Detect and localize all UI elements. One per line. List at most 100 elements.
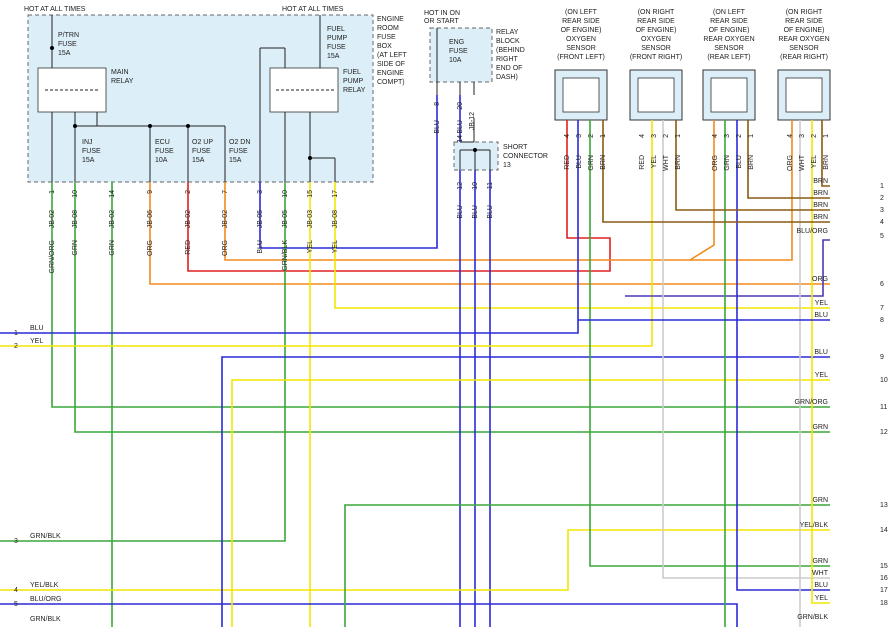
right-wire-number: 7 [880, 305, 884, 312]
sensor-label-line: (ON LEFT [565, 9, 598, 16]
right-wire-color-label: GRN [812, 497, 828, 504]
fuel-fuse-text: 15A [327, 53, 340, 60]
sensor-label-line: (REAR LEFT) [707, 54, 750, 61]
right-wire-number: 11 [880, 404, 887, 411]
right-wire-color-label: BLU [814, 582, 828, 589]
fuse-pin-number: 9 [147, 190, 154, 194]
wire-brn-2 [747, 120, 830, 199]
wire-grn-13 [344, 504, 830, 627]
sensor-label-line: OF ENGINE) [636, 27, 677, 34]
relay-wire-color: BLU [457, 120, 464, 134]
fuse-box-internal-wiring [45, 15, 491, 182]
right-wire-number: 15 [880, 563, 888, 570]
fuse-box-label-line: (AT LEFT [377, 52, 407, 59]
right-wire-color-label: YEL/BLK [800, 522, 829, 529]
fuse-wire-color: ORG [147, 240, 154, 256]
right-wire-number: 4 [880, 219, 884, 226]
sensor-pin-number: 4 [564, 134, 571, 138]
fuse-connector-id: JB-05 [282, 210, 289, 228]
sensor-label-line: SENSOR [641, 45, 671, 52]
fuse-pin-number: 3 [257, 190, 264, 194]
right-wire-color-label: BRN [813, 214, 828, 221]
label-layer: HOT AT ALL TIMES HOT AT ALL TIMES HOT IN… [24, 6, 548, 169]
left-wire-number: 4 [14, 587, 18, 594]
right-wire-color-label: BLU [814, 349, 828, 356]
o2up-fuse-text: 15A [192, 157, 205, 164]
inj-fuse-text: 15A [82, 157, 95, 164]
main-relay-text: MAIN [111, 69, 129, 76]
fuse-box-label-line: FUSE [377, 34, 396, 41]
fuse-pin-number: 15 [307, 190, 314, 198]
relay-block-text: RELAY [496, 29, 519, 36]
left-wire-number: 2 [14, 343, 18, 350]
right-wire-color-label: GRN/BLK [797, 614, 828, 621]
right-wire-color-label: YEL [815, 595, 828, 602]
sensor-pin-number: 3 [651, 134, 658, 138]
sensor-pin-number: 2 [736, 134, 743, 138]
o2dn-fuse-text: 15A [229, 157, 242, 164]
sensor-label-line: (REAR RIGHT) [780, 54, 828, 61]
fuse-box-label-line: ROOM [377, 25, 399, 32]
sensor-wire-color: ORG [787, 155, 794, 171]
right-wire-number: 16 [880, 575, 888, 582]
sensor-label-line: (ON RIGHT [786, 9, 823, 16]
right-wire-color-label: WHT [812, 570, 829, 577]
sensor-wire-color: BLU [736, 155, 743, 169]
o2up-fuse-text: FUSE [192, 148, 211, 155]
wire-blu-17 [736, 120, 830, 591]
short-pin-number: 12 [457, 182, 464, 190]
fuse-wire-color: ORG [222, 240, 229, 256]
sensor-label-line: SENSOR [789, 45, 819, 52]
sensor-wire-color: YEL [651, 155, 658, 168]
right-wire-color-label: GRN [812, 558, 828, 565]
sensor-wire-color: BRN [748, 155, 755, 170]
right-wire-number: 3 [880, 207, 884, 214]
sensor-label-line: REAR SIDE [785, 18, 823, 25]
sensor-label-line: OXYGEN [566, 36, 596, 43]
right-wire-number: 18 [880, 600, 888, 607]
short-wire-color: BLU [472, 205, 479, 219]
sensor-pin-number: 1 [823, 134, 830, 138]
wire-org-rear [224, 120, 715, 261]
sensor-label-line: OF ENGINE) [709, 27, 750, 34]
o2dn-fuse-text: FUSE [229, 148, 248, 155]
fuse-pin-number: 1 [49, 190, 56, 194]
sensor-label-line: REAR OXYGEN [703, 36, 754, 43]
sensor-pin-number: 4 [787, 134, 794, 138]
hot-right-label: HOT AT ALL TIMES [282, 6, 344, 13]
fuse-pin-number: 2 [185, 190, 192, 194]
sensor-wire-color: GRN [724, 155, 731, 171]
short-connector [453, 141, 499, 171]
right-wire-number: 10 [880, 377, 888, 384]
fuse-wire-color: YEL [332, 240, 339, 253]
wire-grn-12 [74, 182, 830, 433]
fuse-wire-color: GRN [72, 240, 79, 256]
fuse-connector-id: JB-06 [147, 210, 154, 228]
sensor-pin-number: 4 [639, 134, 646, 138]
sensor-wire-color: WHT [799, 154, 806, 171]
wire-yel-18 [811, 120, 830, 604]
left-wire-number: 1 [14, 330, 18, 337]
sensor-rear-right [777, 69, 831, 121]
short-pin-number: 11 [487, 182, 494, 189]
sensor-label-line: REAR SIDE [637, 18, 675, 25]
ecu-fuse-text: ECU [155, 139, 170, 146]
sensor-pin-number: 2 [588, 134, 595, 138]
short-pin-number: 14 [457, 135, 464, 143]
fuel-pump-relay-text: PUMP [343, 78, 364, 85]
o2dn-fuse-label: O2 DN FUSE 15A [229, 139, 250, 164]
ecu-fuse-text: 10A [155, 157, 168, 164]
sensor-pin-number: 3 [799, 134, 806, 138]
left-wire-color-label: YEL/BLK [30, 582, 59, 589]
sensor-label-line: (ON RIGHT [638, 9, 675, 16]
wire-yel-blk-4 [0, 529, 830, 591]
sensor-front-right [629, 69, 683, 121]
relay-block [429, 27, 493, 83]
eng-fuse-text: ENG [449, 39, 464, 46]
sensor-pin-number: 1 [675, 134, 682, 138]
fuse-box-label: ENGINE ROOM FUSE BOX (AT LEFT SIDE OF EN… [377, 16, 407, 86]
wire-yel-7 [334, 182, 830, 309]
fuse-connector-id: JB-02 [109, 210, 116, 228]
